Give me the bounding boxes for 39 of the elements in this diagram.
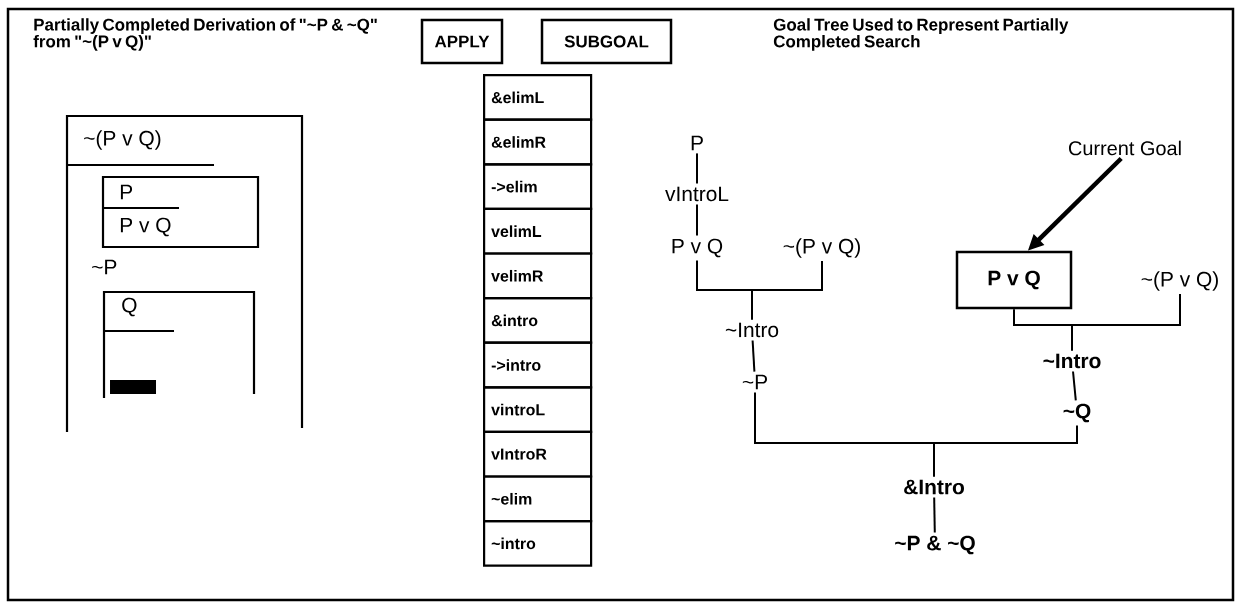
rule-menu-item: ~intro — [483, 520, 593, 567]
rule-menu-item: &elimR — [483, 118, 593, 166]
node-label: Q — [122, 297, 137, 317]
rule-menu-item: vintroL — [483, 386, 593, 433]
goal-formula: P v Q — [672, 238, 723, 258]
goal-formula: ~Q — [1063, 403, 1091, 423]
tree-connector — [751, 259, 823, 321]
rule-menu-item: ->elim — [483, 163, 593, 210]
command-button: SUBGOAL — [540, 18, 673, 65]
tree-connector — [696, 152, 698, 185]
proof-box: P P v Q — [101, 175, 260, 249]
tree-connector — [1071, 292, 1181, 352]
rule-menu-item: &intro — [483, 297, 593, 344]
goal-formula: vIntroL — [665, 186, 729, 202]
tree-connector — [751, 339, 756, 373]
rule-menu-item: ~elim — [483, 475, 593, 523]
tree-connector — [1072, 370, 1077, 402]
callout-label: Current Goal — [1069, 140, 1181, 156]
panel-heading: Partially Completed Derivation of "~P & ~Q" from "~(P v Q)" — [33, 18, 377, 51]
goal-formula: ~P — [742, 374, 767, 390]
goal-formula: ~Intro — [1043, 353, 1101, 369]
rule-menu-item: vIntroR — [483, 430, 593, 478]
tree-connector — [933, 496, 936, 534]
goal-formula: ~(P v Q) — [1141, 271, 1218, 291]
rule-menu-item: &elimL — [483, 74, 593, 121]
goal-formula: ~Intro — [725, 322, 779, 338]
goal-formula: ~(P v Q) — [783, 238, 860, 258]
command-button: APPLY — [420, 18, 504, 65]
goal-formula: ~P & ~Q — [895, 535, 975, 555]
goal-formula: P — [691, 135, 703, 151]
tree-connector — [933, 424, 1078, 478]
goal-formula: &Intro — [904, 479, 964, 495]
current-goal-box: P v Q — [955, 250, 1073, 310]
proof-box: Q — [102, 290, 256, 398]
rule-menu-item: velimL — [483, 207, 593, 255]
rule-menu-item: velimR — [483, 252, 593, 300]
tree-connector — [696, 203, 698, 237]
panel-heading: Goal Tree Used to Represent Partially Completed Search — [773, 18, 1069, 51]
rule-menu-item: ->intro — [483, 341, 593, 389]
